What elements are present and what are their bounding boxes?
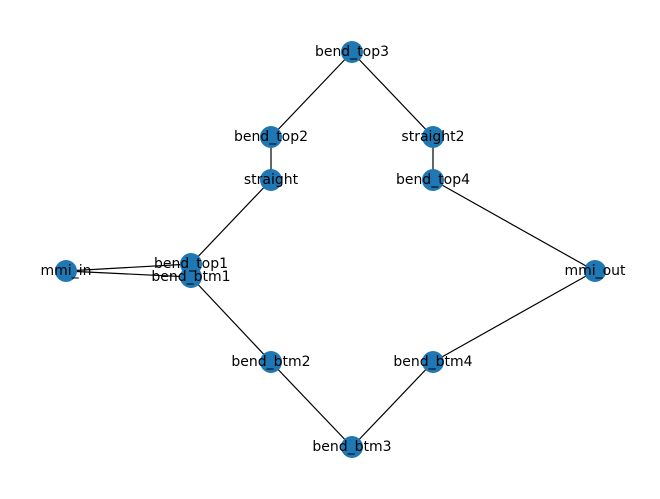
node-label-mmi_out: mmi_out <box>564 263 626 279</box>
node-label-bend_btm4: bend_btm4 <box>393 354 472 370</box>
edge-bend_top2-bend_top3 <box>270 51 353 138</box>
node-label-bend_top2: bend_top2 <box>234 129 308 145</box>
node-label-mmi_in: mmi_in <box>41 263 92 279</box>
node-label-bend_top3: bend_top3 <box>315 44 389 60</box>
edge-bend_btm4-mmi_out <box>432 270 596 363</box>
node-mmi_in <box>55 260 77 282</box>
node-bend_btm3 <box>341 436 363 458</box>
edge-mmi_in-bend_btm1 <box>65 270 192 278</box>
node-label-straight2: straight2 <box>401 129 464 145</box>
node-straight <box>260 169 282 191</box>
edge-mmi_in-bend_top1 <box>65 263 192 272</box>
node-label-bend_top4: bend_top4 <box>396 172 470 188</box>
node-layer <box>55 41 606 458</box>
edge-bend_top4-mmi_out <box>432 179 596 272</box>
node-bend_top4 <box>422 169 444 191</box>
node-mmi_out <box>584 260 606 282</box>
edge-layer <box>65 51 596 448</box>
edge-bend_top1-straight <box>190 179 272 265</box>
node-bend_btm1 <box>180 266 202 288</box>
edge-bend_btm2-bend_btm3 <box>270 361 353 448</box>
edge-bend_top3-straight2 <box>351 51 434 138</box>
edge-bend_btm1-bend_btm2 <box>190 276 272 363</box>
edge-bend_btm3-bend_btm4 <box>351 361 434 448</box>
node-label-bend_top1: bend_top1 <box>154 256 228 272</box>
node-label-bend_btm1: bend_btm1 <box>151 269 230 285</box>
node-label-straight: straight <box>244 172 299 188</box>
node-bend_btm4 <box>422 351 444 373</box>
node-bend_top2 <box>260 126 282 148</box>
node-label-bend_btm3: bend_btm3 <box>312 439 391 455</box>
node-straight2 <box>422 126 444 148</box>
node-bend_top3 <box>341 41 363 63</box>
node-bend_btm2 <box>260 351 282 373</box>
node-label-bend_btm2: bend_btm2 <box>231 354 310 370</box>
